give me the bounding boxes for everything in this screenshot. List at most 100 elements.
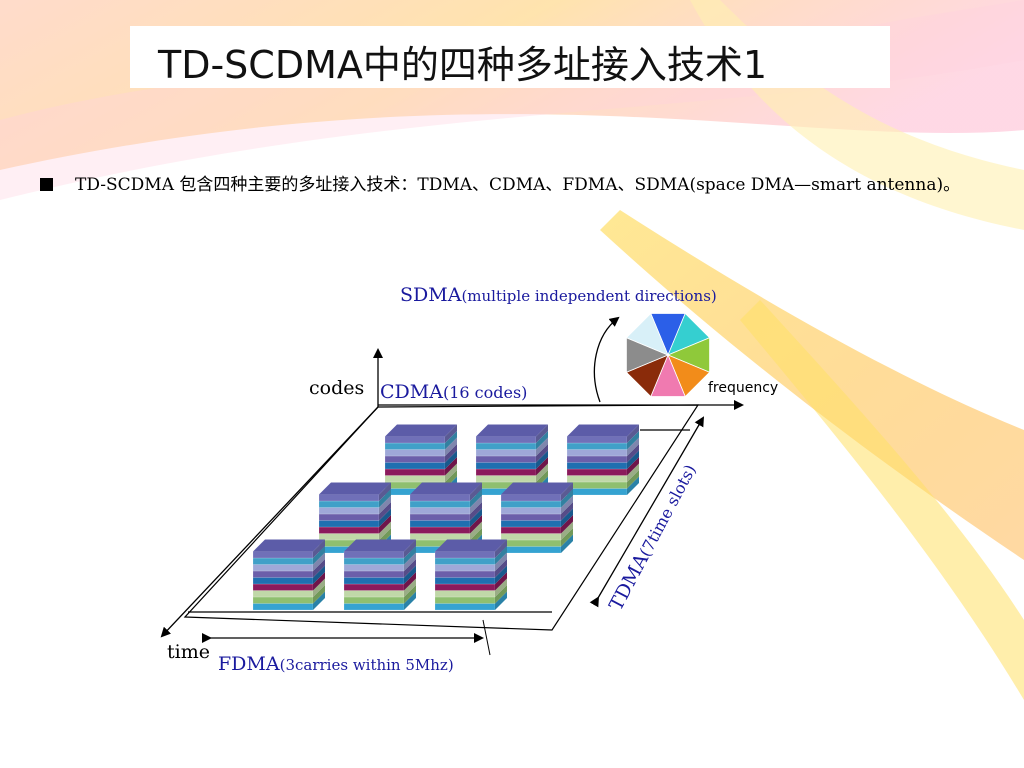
code-layer-side [495,539,507,558]
svg-text:SDMA(multiple independent dire: SDMA(multiple independent directions) [400,284,717,306]
code-layer-front [500,507,562,515]
code-layer-side [313,578,325,597]
code-layer-side [536,424,548,443]
sdma-beam-sector [625,312,669,356]
code-layer-front [500,546,562,554]
tdma-desc: (7time slots) [635,461,699,560]
code-layer-side [379,521,391,540]
code-layer-front [434,564,496,572]
code-layer-side [561,489,573,508]
code-layer-front [252,577,314,585]
code-stack-top [501,482,573,495]
code-layer-front [500,494,562,502]
code-layer-side [561,495,573,514]
code-layer-side [470,489,482,508]
code-layer-side [536,457,548,476]
code-layer-side [470,495,482,514]
code-layer-front [566,488,628,496]
code-stack-top [344,539,416,552]
code-layer-side [627,457,639,476]
channel-stacks [252,424,639,611]
code-layer-front [343,551,405,559]
codes-axis-label: codes [309,377,364,399]
code-layer-front [500,513,562,521]
title-box [130,26,890,88]
code-layer-side [495,559,507,578]
code-layer-front [252,557,314,565]
code-layer-front [566,481,628,489]
code-layer-front [318,500,380,508]
code-layer-side [561,528,573,547]
code-stack-top [567,424,639,437]
time-axis-label: time [167,641,210,663]
code-layer-side [445,457,457,476]
code-layer-side [470,508,482,527]
fdma-tick [482,619,491,656]
fdma-label: FDMA [218,653,280,675]
code-layer-side [470,502,482,521]
code-layer-side [627,444,639,463]
code-layer-side [313,585,325,604]
code-stack [434,539,507,611]
code-layer-side [445,437,457,456]
sdma-desc: (multiple independent directions) [461,287,716,305]
code-layer-side [470,515,482,534]
code-layer-front [434,590,496,598]
code-layer-front [384,475,446,483]
code-layer-side [313,552,325,571]
code-layer-side [561,515,573,534]
code-layer-front [500,500,562,508]
code-layer-front [566,449,628,457]
code-layer-side [445,424,457,443]
code-layer-front [252,590,314,598]
code-layer-side [404,552,416,571]
sdma-rotation-arrow [593,316,620,403]
sdma-wheel [625,312,711,398]
svg-text:CDMA(16 codes): CDMA(16 codes) [380,381,527,403]
code-stack [343,539,416,611]
code-layer-front [409,526,471,534]
code-layer-side [536,444,548,463]
code-layer-side [445,444,457,463]
fdma-desc: (3carries within 5Mhz) [280,656,454,674]
bullet-square [40,178,53,191]
code-layer-front [566,468,628,476]
code-layer-side [495,546,507,565]
time-axis-arrow [160,406,379,638]
code-layer-front [566,455,628,463]
code-layer-side [445,463,457,482]
code-layer-front [409,507,471,515]
code-layer-front [566,475,628,483]
code-layer-front [252,570,314,578]
code-stack-top [410,482,482,495]
code-stack-top [253,539,325,552]
code-layer-front [384,468,446,476]
code-layer-front [475,462,537,470]
code-layer-front [475,475,537,483]
code-layer-front [409,520,471,528]
code-stack [500,482,573,554]
code-stack-top [385,424,457,437]
code-layer-side [536,450,548,469]
code-layer-side [495,585,507,604]
code-layer-side [536,463,548,482]
code-layer-front [409,513,471,521]
code-layer-side [495,578,507,597]
code-layer-front [500,520,562,528]
code-layer-front [318,494,380,502]
code-layer-side [561,508,573,527]
code-layer-side [379,508,391,527]
code-layer-front [343,590,405,598]
code-layer-side [627,450,639,469]
code-layer-front [384,436,446,444]
code-layer-front [434,583,496,591]
code-layer-front [384,462,446,470]
tdma-double-arrow [589,416,705,608]
code-stack [566,424,639,496]
code-layer-side [495,572,507,591]
code-layer-side [627,431,639,450]
code-layer-front [409,494,471,502]
cdma-label: CDMA [380,381,443,403]
code-layer-side [627,437,639,456]
code-layer-front [318,513,380,521]
